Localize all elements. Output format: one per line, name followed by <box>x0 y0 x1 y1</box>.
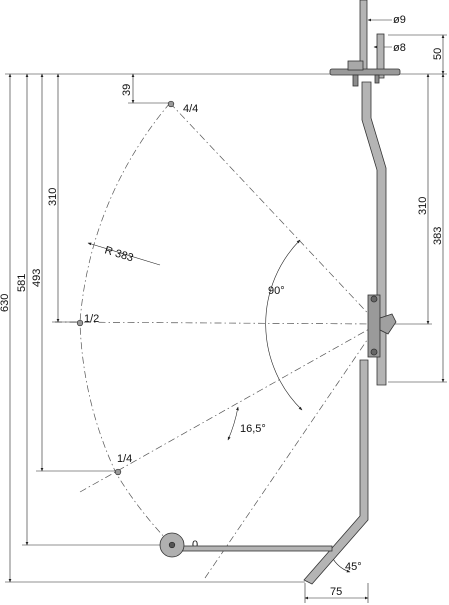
label-1-4: 1/4 <box>117 453 132 465</box>
marker-1-2 <box>76 319 84 327</box>
base-disc-center <box>168 541 176 549</box>
radial-line-1-4 <box>79 323 379 493</box>
radial-line-0 <box>204 323 379 579</box>
bolt <box>352 74 359 87</box>
dim-dia-9: ø9 <box>393 14 406 26</box>
dim-75: 75 <box>330 586 342 598</box>
label-1-2: 1/2 <box>84 313 99 325</box>
marker-1-4 <box>114 468 122 476</box>
construction-lines <box>54 102 379 579</box>
reference-lines <box>5 34 447 583</box>
dim-39: 39 <box>121 84 133 96</box>
top-rod <box>359 0 368 71</box>
radius-callout: R 383 <box>87 242 161 266</box>
position-markers: 4/4 1/2 1/4 0 <box>76 100 198 551</box>
angle-45: 45° <box>345 561 362 573</box>
right-dimensions: 310 383 50 ø9 ø8 <box>367 14 445 383</box>
dim-310-left: 310 <box>47 188 59 206</box>
arm-top <box>376 33 385 79</box>
marker-4-4 <box>167 100 175 108</box>
clamp-block <box>347 60 364 71</box>
dim-630: 630 <box>0 294 11 312</box>
dim-581: 581 <box>16 274 28 292</box>
angle-90: 90° <box>268 285 285 297</box>
mechanism <box>159 0 401 585</box>
pivot-bolt-top <box>370 295 378 303</box>
radial-line-4-4 <box>169 102 379 325</box>
base-arm <box>171 545 333 552</box>
swing-rod <box>303 359 369 585</box>
dim-dia-8: ø8 <box>393 42 406 54</box>
radial-line-1-2 <box>54 321 379 325</box>
bolt-2 <box>374 74 380 84</box>
label-4-4: 4/4 <box>183 103 198 115</box>
label-0: 0 <box>192 539 198 551</box>
left-dimensions: 630 581 493 310 39 <box>0 73 135 583</box>
dim-50: 50 <box>432 48 444 60</box>
dim-383-right: 383 <box>432 227 444 245</box>
angle-16-5: 16,5° <box>240 423 266 435</box>
bottom-dimension: 75 <box>304 583 369 603</box>
swing-arc <box>79 102 173 546</box>
mounting-plate <box>329 68 401 76</box>
dim-493: 493 <box>31 269 43 287</box>
pivot-bolt-bottom <box>370 348 378 356</box>
dim-310-right: 310 <box>417 197 429 215</box>
pivot-bracket <box>367 294 381 358</box>
angle-annotations: 90° 16,5° 45° <box>227 239 362 573</box>
pivot-knob <box>379 313 397 335</box>
radius-label: R 383 <box>103 244 135 264</box>
